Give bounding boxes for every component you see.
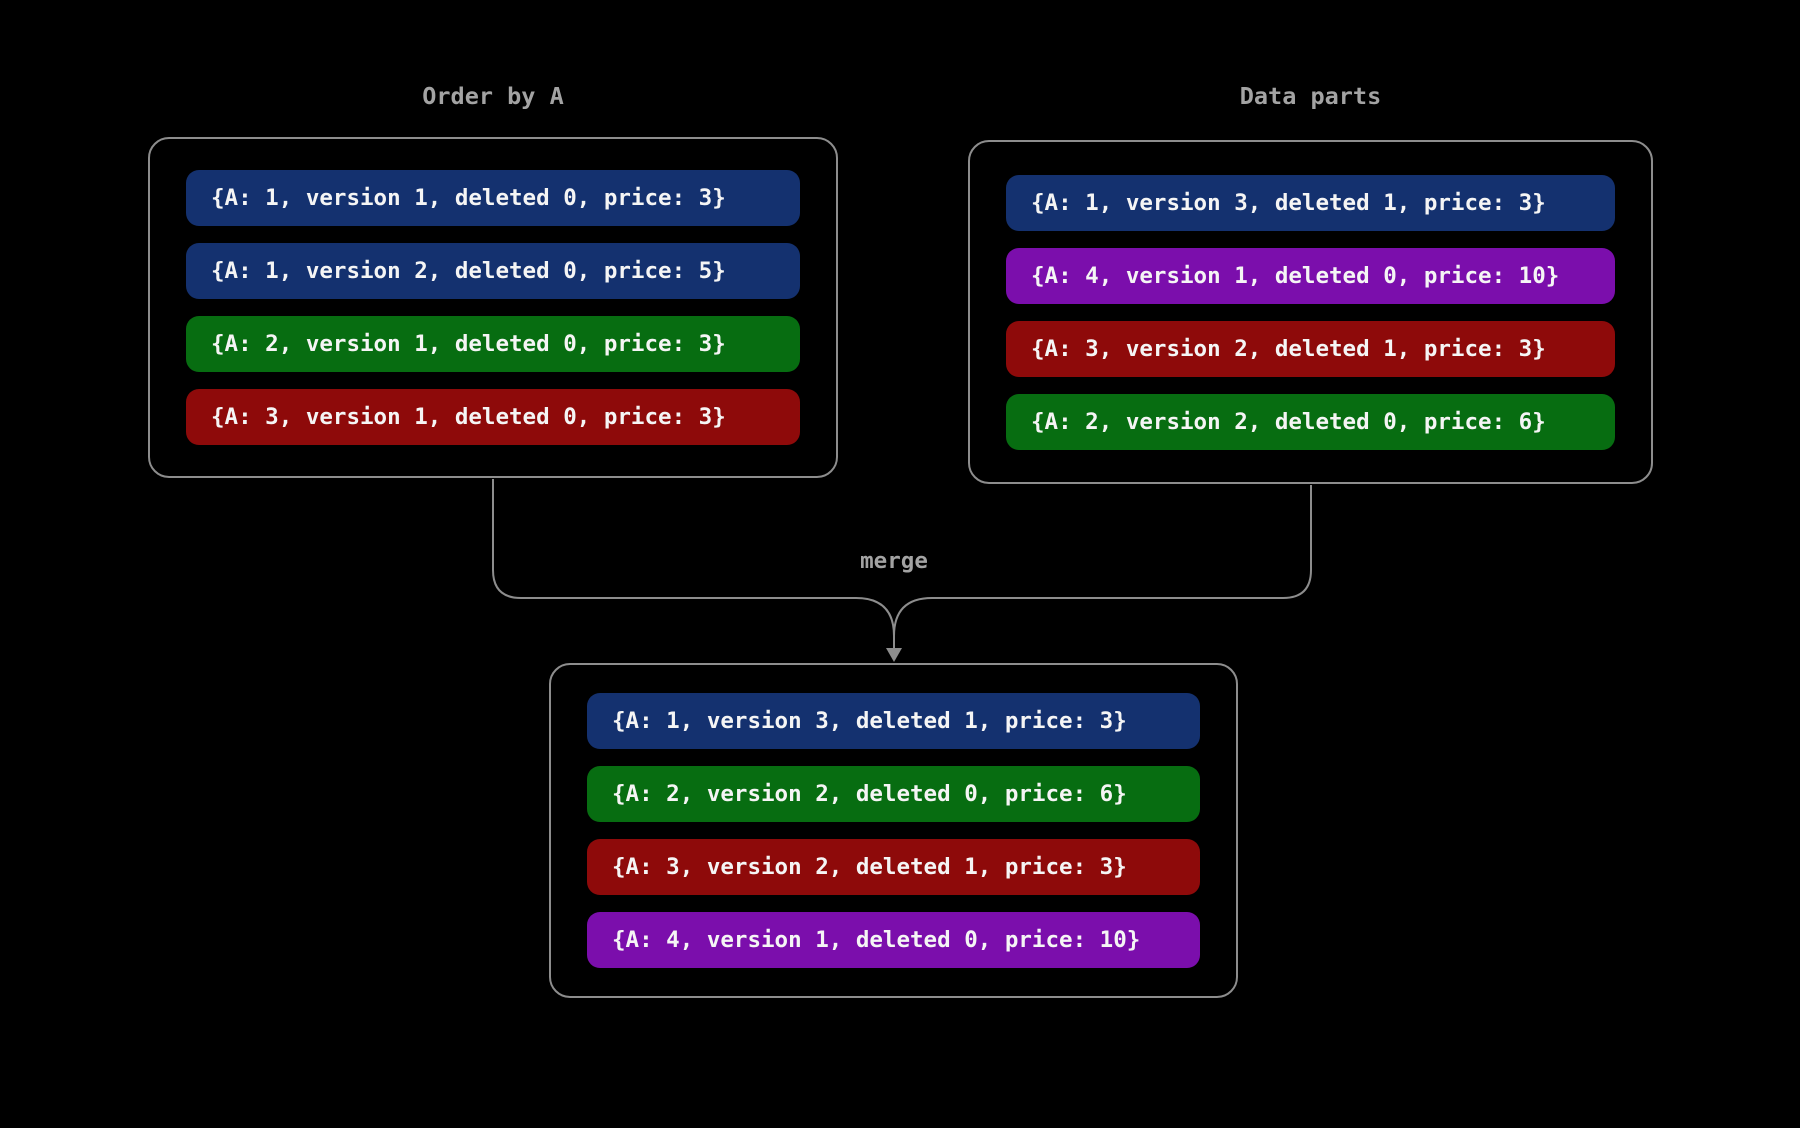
- record-pill-green: {A: 2, version 2, deleted 0, price: 6}: [1006, 393, 1615, 450]
- record-pill-purple: {A: 4, version 1, deleted 0, price: 10}: [587, 912, 1200, 968]
- arrow-down-icon: [886, 648, 902, 662]
- record-pill-blue: {A: 1, version 2, deleted 0, price: 5}: [186, 243, 800, 299]
- left-connector-line: [492, 479, 895, 637]
- record-pill-green: {A: 2, version 1, deleted 0, price: 3}: [186, 316, 800, 372]
- merged-result-box: {A: 1, version 3, deleted 1, price: 3} {A…: [549, 663, 1238, 998]
- right-connector-line: [893, 485, 1312, 637]
- record-pill-blue: {A: 1, version 1, deleted 0, price: 3}: [186, 170, 800, 226]
- record-pill-blue: {A: 1, version 3, deleted 1, price: 3}: [587, 693, 1200, 749]
- record-pill-red: {A: 3, version 2, deleted 1, price: 3}: [1006, 320, 1615, 377]
- ordered-records-box: {A: 1, version 1, deleted 0, price: 3} {A…: [148, 137, 838, 478]
- record-pill-blue: {A: 1, version 3, deleted 1, price: 3}: [1006, 174, 1615, 231]
- right-box-title: Data parts: [1239, 82, 1382, 110]
- record-pill-red: {A: 3, version 2, deleted 1, price: 3}: [587, 839, 1200, 895]
- record-pill-red: {A: 3, version 1, deleted 0, price: 3}: [186, 389, 800, 445]
- record-pill-purple: {A: 4, version 1, deleted 0, price: 10}: [1006, 247, 1615, 304]
- record-pill-green: {A: 2, version 2, deleted 0, price: 6}: [587, 766, 1200, 822]
- merge-label: merge: [860, 548, 928, 574]
- data-parts-box: {A: 1, version 3, deleted 1, price: 3} {A…: [968, 140, 1653, 484]
- left-box-title: Order by A: [422, 82, 564, 110]
